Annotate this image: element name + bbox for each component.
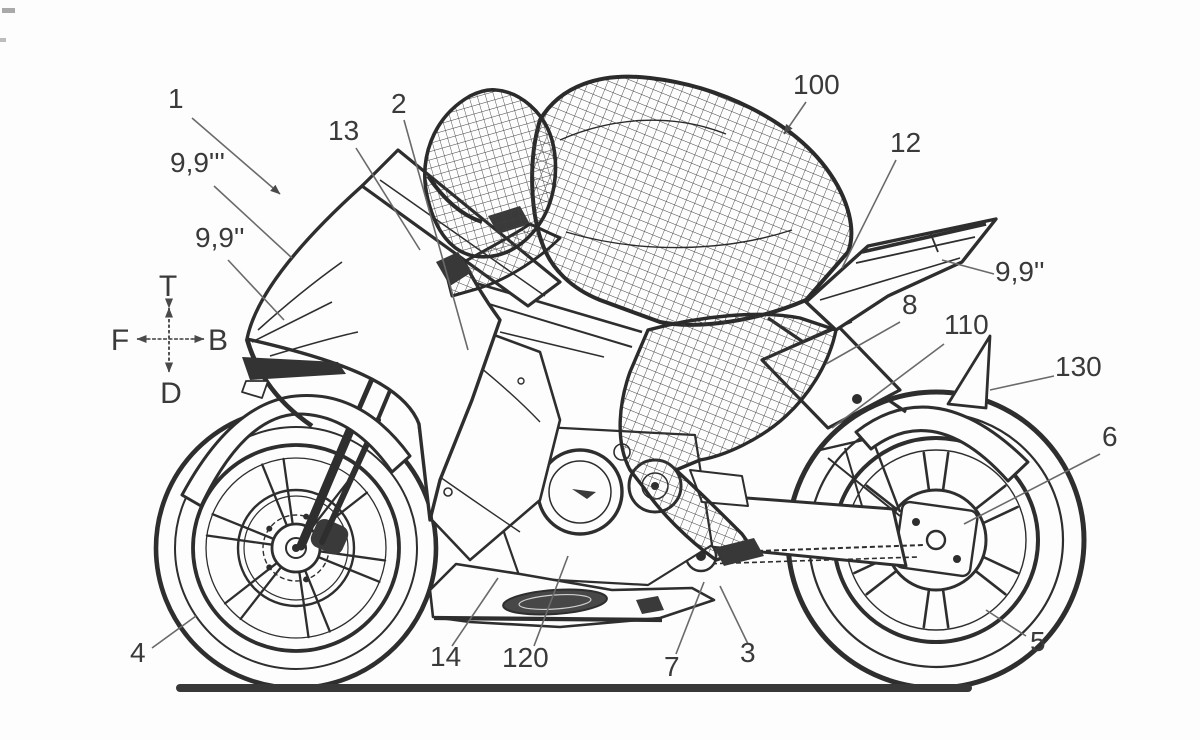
brake-disc: [236, 488, 356, 608]
rider-leg: [618, 312, 838, 562]
belly-pan: [428, 562, 716, 629]
leader-9-9-right: [941, 259, 995, 275]
ref-label-3: 3: [740, 637, 756, 668]
ref-label-8: 8: [902, 289, 918, 320]
ref-label-6: 6: [1102, 421, 1118, 452]
ref-label-12: 12: [890, 127, 921, 158]
helmet-visor: [426, 174, 483, 224]
brake-caliper: [310, 518, 349, 555]
leader-12: [841, 159, 897, 269]
ref-label-120: 120: [502, 642, 549, 673]
axis-label-top: T: [159, 270, 177, 303]
ref-label-5: 5: [1030, 626, 1046, 657]
leader-5: [985, 609, 1027, 637]
leader-110: [831, 343, 945, 429]
reference-labels: 1 9,9''' 9,9'' 13 2 100 12 9,9'' 8 110 1…: [130, 69, 1118, 682]
leader-9-9-triple: [213, 185, 293, 259]
rider-glove: [436, 252, 472, 286]
front-fender: [180, 394, 412, 508]
leader-2: [403, 119, 469, 351]
scan-artifact: [2, 8, 15, 13]
leader-1: [191, 117, 281, 195]
ref-label-9-9-triple: 9,9''': [170, 147, 225, 178]
leader-14: [451, 577, 499, 647]
leader-lines: [151, 101, 1101, 655]
ref-label-9-9-right: 9,9'': [995, 256, 1045, 287]
ref-label-14: 14: [430, 641, 461, 672]
axis-label-back: B: [208, 324, 228, 357]
rear-wheel-spokes: [853, 451, 1019, 629]
scan-artifact: [0, 38, 6, 42]
drive-chain: [701, 544, 925, 554]
leader-120: [533, 555, 569, 647]
ref-label-110: 110: [944, 309, 989, 340]
ref-label-1: 1: [168, 83, 184, 114]
leader-8: [825, 321, 901, 365]
ref-label-130: 130: [1055, 351, 1102, 382]
rider-boot: [714, 538, 764, 566]
orientation-cross: T D F B: [111, 270, 228, 410]
leader-9-9-left: [227, 259, 285, 321]
leader-3: [719, 585, 749, 645]
ref-label-4: 4: [130, 637, 146, 668]
leader-6: [963, 453, 1101, 525]
leader-7: [675, 581, 705, 655]
tail-winglet: [861, 222, 987, 254]
leader-4: [151, 615, 197, 649]
leader-130: [989, 375, 1055, 391]
axis-label-front: F: [111, 324, 129, 357]
ref-label-13: 13: [328, 115, 359, 146]
ref-label-100: 100: [793, 69, 840, 100]
ref-label-2: 2: [391, 88, 407, 119]
leader-13: [355, 147, 421, 251]
front-winglet: [242, 357, 346, 380]
rear-hugger: [854, 405, 1030, 483]
rider-torso: [530, 74, 854, 327]
axis-label-down: D: [160, 377, 182, 410]
ref-label-9-9-left: 9,9'': [195, 222, 245, 253]
leader-100: [783, 101, 807, 135]
ref-label-7: 7: [664, 651, 680, 682]
rider: [423, 74, 854, 566]
rider-helmet: [423, 88, 558, 259]
